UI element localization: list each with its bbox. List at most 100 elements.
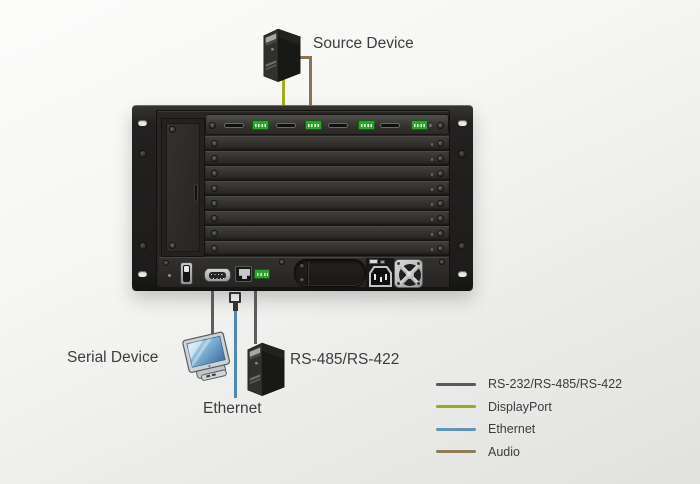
screw [437, 122, 444, 129]
legend-item: DisplayPort [436, 400, 622, 414]
audio-cable-line-vertical [309, 56, 312, 124]
ac-pin [374, 274, 376, 280]
led-dot [429, 124, 432, 127]
cover-divider [307, 262, 309, 286]
vertical-blank-cover [166, 123, 200, 252]
ac-inlet-well [371, 268, 390, 285]
vertical-blank-panel [161, 118, 205, 257]
legend-line-swatch [436, 450, 476, 453]
screw [169, 126, 176, 133]
led-dot [430, 248, 433, 251]
legend-item-label: Ethernet [488, 422, 536, 436]
displayport-port [276, 123, 296, 128]
rack-mount-hole [458, 271, 467, 277]
screw [437, 170, 444, 177]
ethernet-label: Ethernet [203, 400, 262, 417]
tower-pc-graphic [247, 342, 285, 397]
power-led [168, 274, 171, 277]
panel-handle [194, 184, 198, 202]
screw [437, 245, 444, 252]
led-dot [430, 143, 433, 146]
ethernet-plug-stem [233, 302, 238, 311]
rs485-terminal-block-port [254, 269, 270, 279]
screw [211, 215, 218, 222]
touchscreen-graphic [182, 331, 231, 381]
screw [163, 260, 169, 266]
rs485-device-label: RS-485/RS-422 [290, 351, 400, 368]
serial-device-label: Serial Device [67, 349, 159, 366]
io-port-strip [205, 114, 449, 135]
led-dot [430, 158, 433, 161]
legend-item: Audio [436, 445, 622, 459]
blank-expansion-slot [205, 226, 449, 241]
power-switch-nub [184, 266, 189, 272]
power-switch [180, 262, 193, 285]
matrix-switch-rear-panel [132, 105, 473, 290]
legend-item-label: DisplayPort [488, 399, 552, 414]
blank-expansion-slot [205, 196, 449, 211]
screw [211, 155, 218, 162]
screw [458, 150, 466, 158]
audio-terminal-port [304, 120, 322, 130]
screw [437, 155, 444, 162]
legend-line-swatch [436, 382, 476, 386]
control-port-panel [159, 257, 449, 288]
screw [437, 230, 444, 237]
screw [211, 170, 218, 177]
rs485-device-icon [244, 338, 288, 403]
tower-pc-graphic [263, 28, 301, 83]
rack-mount-hole [138, 120, 147, 126]
audio-cable-line-horizontal [294, 56, 312, 59]
source-device-label: Source Device [313, 35, 414, 52]
source-device-icon [260, 24, 304, 89]
screw [437, 185, 444, 192]
displayport-cable-line [282, 76, 285, 124]
ethernet-cable-line [234, 310, 237, 398]
screw [139, 242, 147, 250]
blank-expansion-slot [205, 136, 449, 151]
screw [211, 200, 218, 207]
db9-serial-port [204, 268, 231, 282]
displayport-port [224, 123, 244, 128]
screw [299, 263, 305, 269]
blank-expansion-slot [205, 166, 449, 181]
screw [169, 242, 176, 249]
power-inlet-module [366, 258, 394, 288]
screw [299, 277, 305, 283]
cooling-fan [394, 259, 423, 288]
screw [439, 259, 445, 265]
fuse-holder [369, 259, 378, 264]
led-dot [430, 218, 433, 221]
screw [211, 140, 218, 147]
screw [279, 259, 285, 265]
screw [417, 262, 420, 265]
rj45-ethernet-port [235, 266, 252, 282]
screw [458, 242, 466, 250]
screw [209, 122, 216, 129]
rj45-jack [239, 269, 250, 279]
screw [211, 185, 218, 192]
rack-mount-hole [458, 120, 467, 126]
displayport-port [328, 123, 348, 128]
recessed-blank-cover [294, 259, 366, 287]
led-dot [430, 188, 433, 191]
screw [437, 200, 444, 207]
led-dot [430, 233, 433, 236]
serial-device-icon [178, 331, 236, 390]
displayport-port [380, 123, 400, 128]
audio-terminal-port [410, 120, 428, 130]
rs485-cable-line [254, 284, 257, 344]
screw [211, 245, 218, 252]
legend-line-swatch [436, 405, 476, 408]
ac-pin [379, 277, 382, 282]
ac-power-inlet [369, 266, 392, 287]
screw [139, 150, 147, 158]
fuse-switch [380, 260, 385, 264]
led-dot [430, 203, 433, 206]
blank-expansion-slot [205, 181, 449, 196]
expansion-slot-area [205, 136, 449, 256]
audio-terminal-port [357, 120, 375, 130]
screw [397, 262, 400, 265]
legend-item: RS-232/RS-485/RS-422 [436, 377, 622, 391]
